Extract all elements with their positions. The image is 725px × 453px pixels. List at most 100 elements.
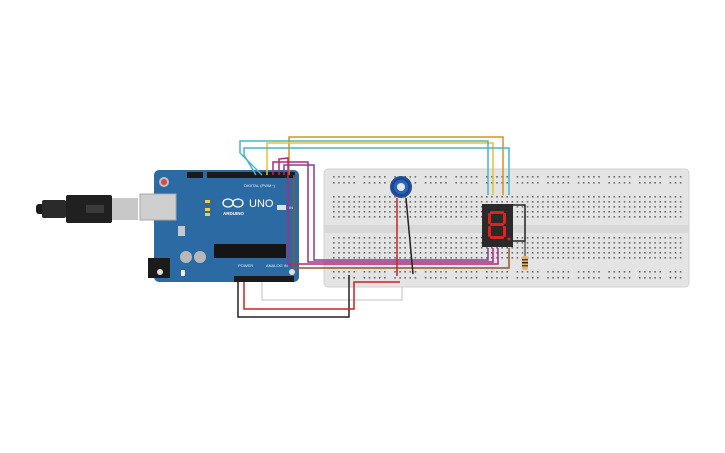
breadboard-hole[interactable] bbox=[486, 257, 488, 259]
resistor[interactable] bbox=[522, 256, 528, 270]
breadboard-hole[interactable] bbox=[414, 237, 417, 239]
breadboard-hole[interactable] bbox=[608, 201, 610, 203]
breadboard-hole[interactable] bbox=[659, 176, 661, 178]
breadboard-hole[interactable] bbox=[654, 237, 656, 239]
breadboard-hole[interactable] bbox=[486, 247, 488, 249]
breadboard-hole[interactable] bbox=[394, 176, 396, 178]
breadboard-hole[interactable] bbox=[378, 182, 381, 184]
breadboard-hole[interactable] bbox=[588, 252, 590, 254]
breadboard-hole[interactable] bbox=[404, 247, 406, 249]
breadboard-hole[interactable] bbox=[424, 277, 427, 279]
breadboard-hole[interactable] bbox=[338, 257, 340, 259]
breadboard-hole[interactable] bbox=[552, 182, 554, 184]
breadboard-hole[interactable] bbox=[429, 176, 432, 178]
breadboard-hole[interactable] bbox=[547, 247, 549, 249]
breadboard-hole[interactable] bbox=[577, 201, 580, 203]
breadboard-hole[interactable] bbox=[465, 206, 468, 208]
breadboard-hole[interactable] bbox=[679, 252, 682, 254]
breadboard-hole[interactable] bbox=[542, 206, 544, 208]
breadboard-hole[interactable] bbox=[440, 176, 442, 178]
breadboard-hole[interactable] bbox=[537, 277, 539, 279]
breadboard-hole[interactable] bbox=[511, 201, 514, 203]
breadboard-hole[interactable] bbox=[644, 271, 646, 273]
breadboard-hole[interactable] bbox=[542, 211, 544, 213]
breadboard-hole[interactable] bbox=[644, 247, 646, 249]
breadboard-hole[interactable] bbox=[526, 211, 529, 213]
breadboard-hole[interactable] bbox=[501, 247, 503, 249]
breadboard-hole[interactable] bbox=[623, 182, 626, 184]
breadboard-hole[interactable] bbox=[496, 277, 498, 279]
breadboard-hole[interactable] bbox=[649, 206, 651, 208]
breadboard-hole[interactable] bbox=[373, 247, 376, 249]
breadboard-hole[interactable] bbox=[582, 211, 585, 213]
breadboard-hole[interactable] bbox=[664, 201, 667, 203]
breadboard-hole[interactable] bbox=[429, 206, 432, 208]
breadboard-hole[interactable] bbox=[674, 196, 677, 198]
breadboard-hole[interactable] bbox=[603, 196, 605, 198]
breadboard-hole[interactable] bbox=[460, 206, 463, 208]
breadboard-hole[interactable] bbox=[404, 201, 406, 203]
breadboard-hole[interactable] bbox=[343, 196, 345, 198]
breadboard-hole[interactable] bbox=[465, 211, 468, 213]
breadboard-hole[interactable] bbox=[613, 176, 616, 178]
breadboard-hole[interactable] bbox=[608, 277, 610, 279]
breadboard-hole[interactable] bbox=[389, 257, 391, 259]
breadboard-hole[interactable] bbox=[424, 242, 427, 244]
breadboard-hole[interactable] bbox=[618, 237, 621, 239]
breadboard-hole[interactable] bbox=[567, 257, 570, 259]
breadboard-hole[interactable] bbox=[465, 252, 468, 254]
breadboard-hole[interactable] bbox=[572, 252, 575, 254]
breadboard-hole[interactable] bbox=[542, 216, 544, 218]
breadboard-hole[interactable] bbox=[516, 252, 519, 254]
breadboard-hole[interactable] bbox=[572, 211, 575, 213]
breadboard-hole[interactable] bbox=[552, 206, 554, 208]
breadboard-hole[interactable] bbox=[557, 237, 559, 239]
breadboard-hole[interactable] bbox=[491, 201, 493, 203]
breadboard-hole[interactable] bbox=[659, 271, 661, 273]
breadboard-hole[interactable] bbox=[628, 242, 631, 244]
breadboard-hole[interactable] bbox=[613, 252, 616, 254]
breadboard-hole[interactable] bbox=[414, 257, 417, 259]
breadboard-hole[interactable] bbox=[567, 252, 570, 254]
breadboard-hole[interactable] bbox=[475, 201, 478, 203]
breadboard-hole[interactable] bbox=[603, 211, 605, 213]
breadboard-hole[interactable] bbox=[368, 216, 371, 218]
power-pin-header[interactable] bbox=[234, 276, 262, 282]
breadboard-hole[interactable] bbox=[460, 277, 463, 279]
breadboard-hole[interactable] bbox=[424, 206, 427, 208]
breadboard-hole[interactable] bbox=[633, 196, 636, 198]
breadboard-hole[interactable] bbox=[445, 206, 447, 208]
breadboard-hole[interactable] bbox=[659, 277, 661, 279]
breadboard-hole[interactable] bbox=[353, 257, 355, 259]
breadboard-hole[interactable] bbox=[338, 211, 340, 213]
wire-black-display[interactable] bbox=[512, 204, 526, 242]
breadboard-hole[interactable] bbox=[491, 252, 493, 254]
breadboard-hole[interactable] bbox=[567, 242, 570, 244]
breadboard-hole[interactable] bbox=[470, 216, 473, 218]
breadboard-hole[interactable] bbox=[557, 196, 559, 198]
breadboard-hole[interactable] bbox=[623, 201, 626, 203]
breadboard-hole[interactable] bbox=[486, 271, 488, 273]
breadboard-hole[interactable] bbox=[450, 201, 452, 203]
breadboard-hole[interactable] bbox=[582, 257, 585, 259]
breadboard-hole[interactable] bbox=[526, 196, 529, 198]
breadboard-hole[interactable] bbox=[475, 237, 478, 239]
breadboard-hole[interactable] bbox=[465, 257, 468, 259]
breadboard-hole[interactable] bbox=[618, 206, 621, 208]
breadboard-hole[interactable] bbox=[333, 257, 335, 259]
breadboard-hole[interactable] bbox=[373, 196, 376, 198]
breadboard-hole[interactable] bbox=[404, 277, 406, 279]
wire-yellow[interactable] bbox=[266, 142, 494, 195]
breadboard-hole[interactable] bbox=[603, 201, 605, 203]
breadboard-hole[interactable] bbox=[649, 247, 651, 249]
breadboard-hole[interactable] bbox=[567, 237, 570, 239]
breadboard-hole[interactable] bbox=[669, 182, 672, 184]
breadboard-hole[interactable] bbox=[501, 257, 503, 259]
breadboard-hole[interactable] bbox=[582, 206, 585, 208]
breadboard-hole[interactable] bbox=[664, 206, 667, 208]
breadboard-hole[interactable] bbox=[404, 252, 406, 254]
breadboard-hole[interactable] bbox=[460, 176, 463, 178]
breadboard-hole[interactable] bbox=[582, 277, 585, 279]
breadboard-hole[interactable] bbox=[455, 252, 457, 254]
breadboard-hole[interactable] bbox=[343, 201, 345, 203]
